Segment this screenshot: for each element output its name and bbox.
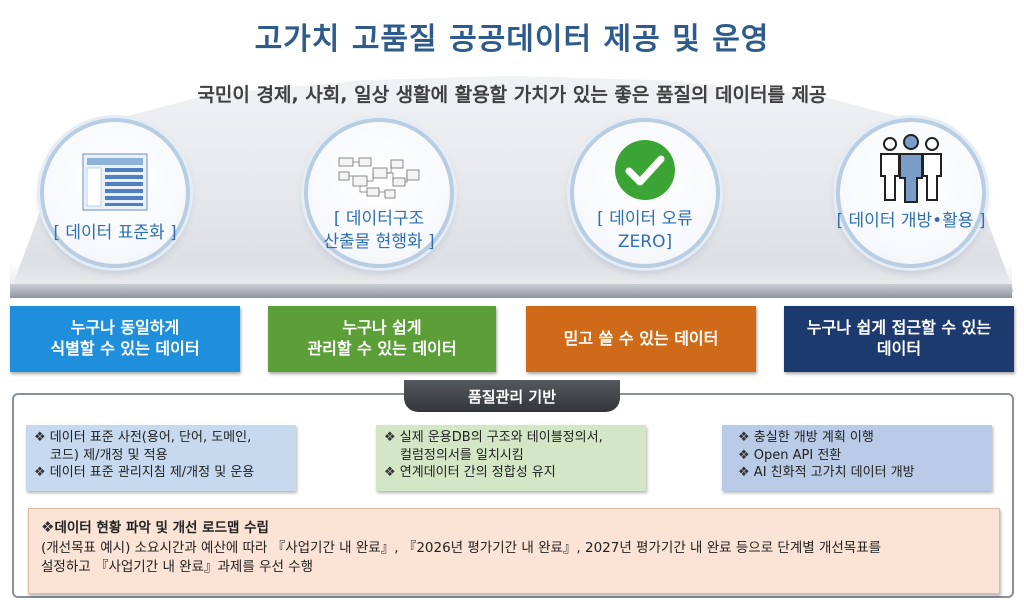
circle-open-data: [836, 118, 986, 268]
detail-standardization: ❖ 데이터 표준 사전(용어, 단어, 도메인, 코드) 제/개정 및 적용 ❖…: [26, 425, 296, 491]
detail-line: 코드) 제/개정 및 적용: [50, 447, 168, 463]
page-title: 고가치 고품질 공공데이터 제공 및 운영: [254, 22, 770, 57]
roadmap-line: 설정하고 『사업기간 내 완료』과제를 우선 수행: [41, 559, 314, 576]
stage-shelf-top: [10, 262, 1012, 286]
quality-base-label: 품질관리 기반: [404, 380, 620, 412]
detail-line: ❖ Open API 전환: [738, 447, 842, 463]
people-group-icon: [880, 134, 942, 203]
stage-shelf: [10, 284, 1012, 298]
category-manageable: 누구나 쉽게 관리할 수 있는 데이터: [268, 306, 496, 372]
detail-structure: ❖ 실제 운용DB의 구조와 테이블정의서, 컬럼정의서를 일치시킴 ❖ 연계데…: [376, 425, 646, 491]
circle-label-structure: [ 데이터구조 산출물 현행화 ]: [323, 209, 435, 252]
detail-line: ❖ 충실한 개방 계획 이행: [738, 430, 874, 445]
circle-label-standardization: [ 데이터 표준화 ]: [53, 223, 177, 243]
detail-line: ❖ 데이터 표준 사전(용어, 단어, 도메인,: [34, 430, 252, 445]
category-identifiable: 누구나 동일하게 식별할 수 있는 데이터: [10, 306, 240, 372]
detail-line: ❖ 데이터 표준 관리지침 제/개정 및 운용: [34, 465, 255, 481]
detail-line: 컬럼정의서를 일치시킴: [400, 447, 524, 463]
detail-line: ❖ 연계데이터 간의 정합성 유지: [384, 465, 556, 481]
roadmap-box: ❖데이터 현황 파악 및 개선 로드맵 수립 (개선목표 예시) 소요시간과 예…: [28, 508, 1000, 594]
category-trustworthy: 믿고 쓸 수 있는 데이터: [526, 306, 756, 372]
document-list-icon: [82, 153, 148, 211]
detail-line: ❖ AI 친화적 고가치 데이터 개방: [738, 465, 915, 481]
circle-label-open-data: [ 데이터 개방•활용 ]: [836, 211, 986, 231]
detail-open-data: ❖ 충실한 개방 계획 이행 ❖ Open API 전환 ❖ AI 친화적 고가…: [722, 425, 992, 491]
circle-structure: [304, 118, 454, 268]
structure-diagram-icon: [338, 157, 420, 199]
page-subtitle: 국민이 경제, 사회, 일상 생활에 활용할 가치가 있는 좋은 품질의 데이터…: [197, 84, 827, 106]
category-accessible: 누구나 쉽게 접근할 수 있는 데이터: [784, 306, 1014, 372]
detail-line: ❖ 실제 운용DB의 구조와 테이블정의서,: [384, 430, 603, 445]
circle-label-zero-error: [ 데이터 오류 ZERO]: [597, 209, 693, 252]
circle-standardization: [40, 118, 190, 268]
checkmark-icon: [615, 140, 675, 200]
circle-zero-error: [570, 118, 720, 268]
roadmap-heading: ❖데이터 현황 파악 및 개선 로드맵 수립: [41, 518, 269, 536]
roadmap-line: (개선목표 예시) 소요시간과 예산에 따라 『사업기간 내 완료』, 『202…: [41, 539, 882, 556]
